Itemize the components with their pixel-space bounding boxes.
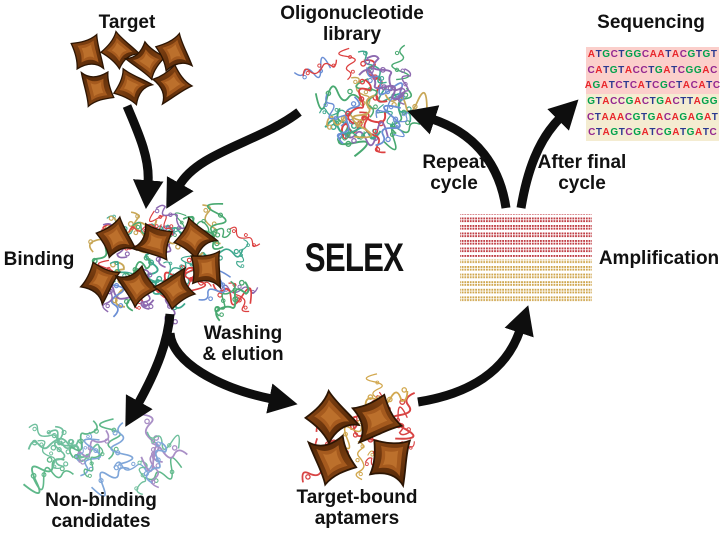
arrow-target-to-binding: [122, 104, 164, 210]
non-binding-candidates-structure: [17, 411, 190, 500]
oligo-strand: [235, 238, 251, 269]
label-line: After final: [537, 152, 627, 173]
arrow-binding-to-aptamers: [165, 332, 298, 414]
washing-elution-label: Washing & elution: [202, 323, 283, 365]
library-label: Oligonucleotide library: [280, 3, 424, 45]
arrow-repeat-cycle: [407, 105, 511, 209]
arrow-library-to-binding: [166, 108, 302, 209]
target-molecule: [152, 64, 193, 105]
amplification-strands: [460, 214, 592, 304]
target-molecule: [300, 385, 362, 448]
label-line: Amplification: [598, 248, 720, 269]
label-line: candidates: [51, 511, 151, 532]
amplified-strands-yellow: [460, 259, 592, 304]
flow-arrows: [122, 99, 579, 427]
binding-label: Binding: [4, 249, 75, 270]
oligo-strand: [337, 47, 358, 81]
label-line: Target-bound: [296, 487, 418, 508]
label-line: Repeat: [422, 152, 486, 173]
non-binding-label: Non-binding candidates: [45, 490, 157, 532]
oligo-strand: [27, 421, 68, 448]
label-line: Binding: [3, 249, 75, 270]
oligo-strand: [354, 440, 366, 481]
sequencing-label: Sequencing: [597, 12, 705, 33]
amplified-strands-red: [460, 214, 592, 257]
arrow-after-final-cycle: [516, 99, 579, 209]
selex-title: SELEX: [304, 236, 404, 280]
amplification-label: Amplification: [599, 248, 719, 269]
label-line: library: [322, 24, 382, 45]
target-label: Target: [99, 12, 156, 33]
oligo-strand: [291, 55, 333, 85]
label-line: Target: [98, 12, 156, 33]
arrow-aptamers-to-amplification: [417, 305, 534, 407]
label-line: cycle: [558, 173, 606, 194]
label-line: Washing: [203, 323, 283, 344]
label-line: & elution: [202, 344, 284, 365]
target-molecule: [70, 62, 122, 115]
oligonucleotide-library-structure: [291, 43, 431, 161]
after-final-cycle-label: After final cycle: [538, 152, 627, 194]
oligo-strand: [227, 224, 262, 250]
target-molecule: [153, 267, 196, 310]
label-line: cycle: [430, 173, 478, 194]
label-line: SELEX: [304, 236, 404, 280]
arrow-binding-to-nonbinding: [125, 313, 175, 427]
label-line: Sequencing: [597, 12, 705, 33]
label-line: Non-binding: [45, 490, 157, 511]
repeat-cycle-label: Repeat cycle: [422, 152, 485, 194]
label-line: Oligonucleotide: [280, 3, 424, 24]
label-line: aptamers: [314, 508, 400, 529]
target-bound-label: Target-bound aptamers: [296, 487, 417, 529]
